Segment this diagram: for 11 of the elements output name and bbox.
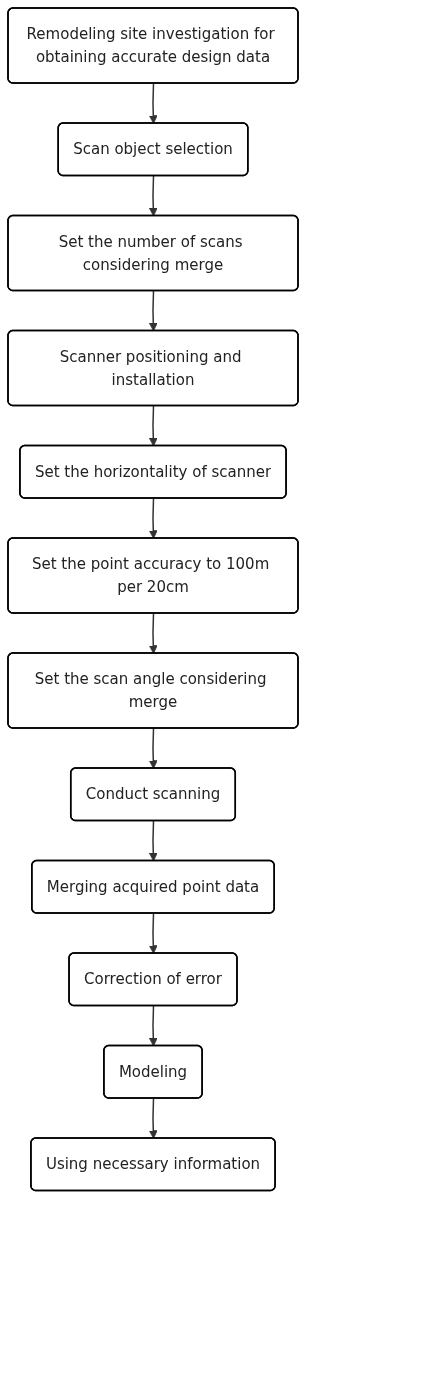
arrow (148, 497, 158, 539)
arrow (148, 405, 158, 447)
arrow (148, 175, 158, 217)
arrow (148, 1097, 158, 1139)
arrow (148, 912, 158, 954)
arrow (148, 612, 158, 654)
arrow (148, 820, 158, 862)
arrow (148, 1005, 158, 1047)
arrow (148, 82, 158, 124)
arrow (148, 727, 158, 769)
arrow (148, 290, 158, 332)
